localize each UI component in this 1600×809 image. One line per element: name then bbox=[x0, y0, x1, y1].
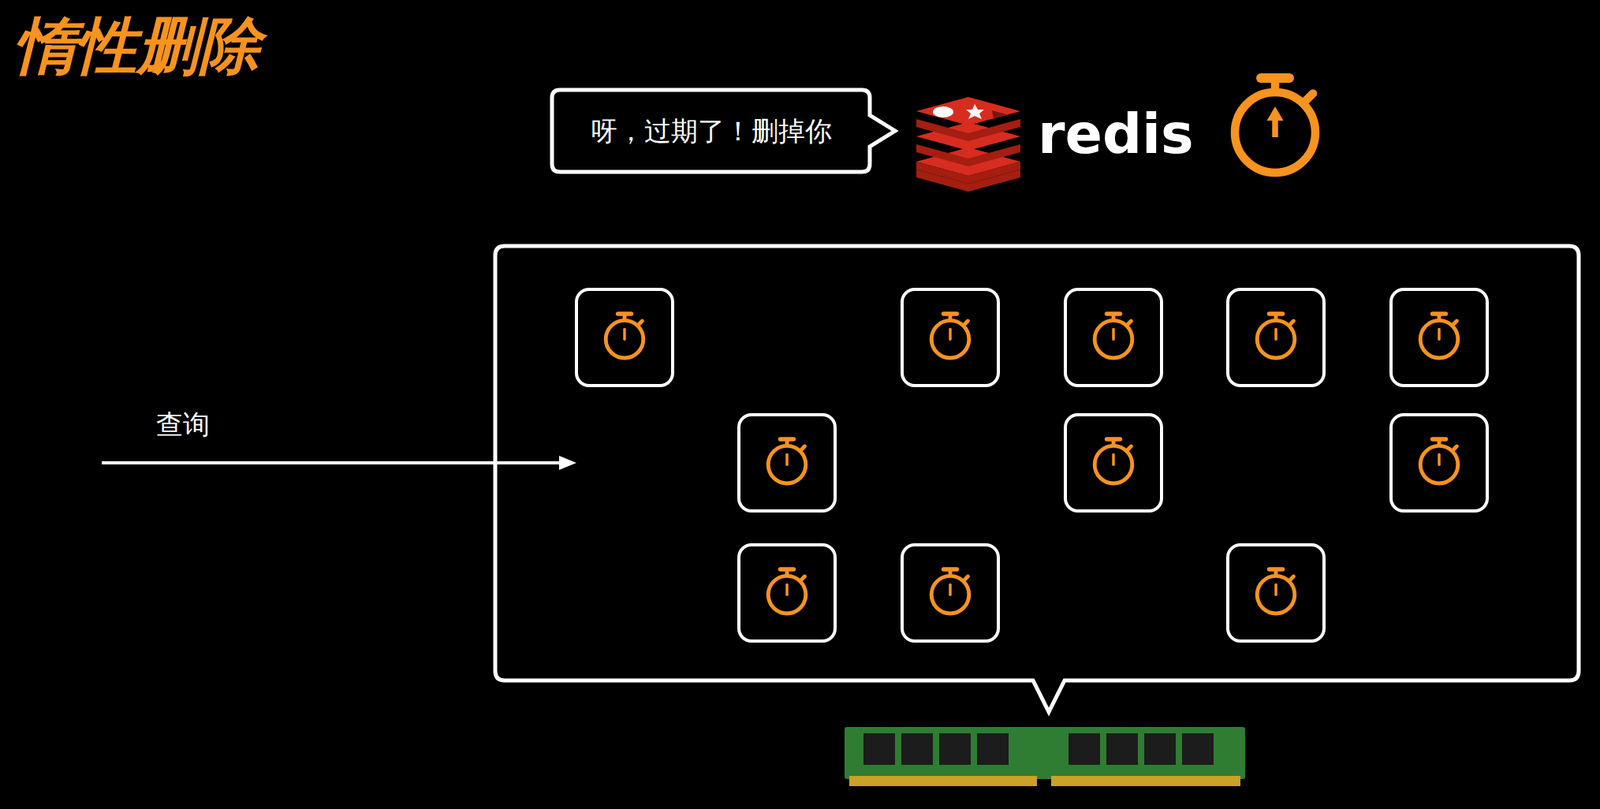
memory-box bbox=[495, 246, 1579, 713]
query-label: 查询 bbox=[156, 410, 210, 440]
speech-bubble: 呀，过期了！删掉你 bbox=[551, 89, 870, 172]
stopwatch-icon bbox=[1234, 78, 1316, 173]
bubble-text: 呀，过期了！删掉你 bbox=[590, 115, 832, 148]
redis-logo bbox=[916, 96, 1021, 192]
query-arrow bbox=[101, 455, 577, 470]
slide-title: 惰性删除 bbox=[14, 12, 261, 81]
ram-stick bbox=[844, 727, 1246, 787]
key-stopwatches bbox=[605, 313, 1459, 614]
bubble-outline bbox=[551, 89, 896, 172]
key-boxes bbox=[576, 289, 1488, 642]
logo-text: redis bbox=[1037, 104, 1194, 165]
